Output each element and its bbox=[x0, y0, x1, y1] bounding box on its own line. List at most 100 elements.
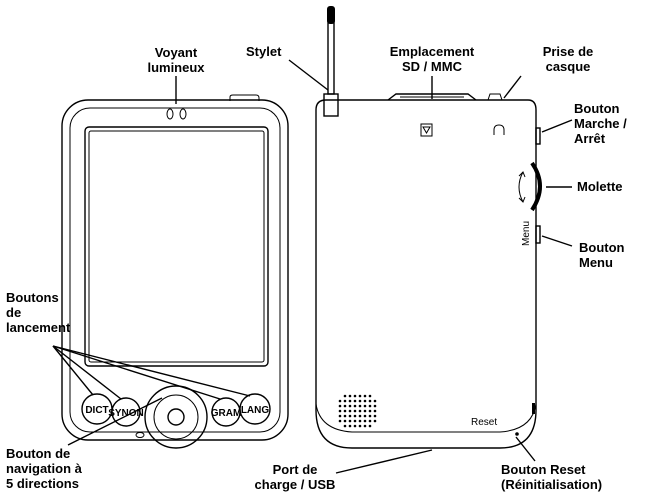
stylus-holder bbox=[323, 93, 339, 117]
sd-eject-icon bbox=[420, 123, 433, 137]
front-screen-outer bbox=[84, 126, 269, 367]
reset-back-label: Reset bbox=[471, 417, 497, 428]
nav-pad-center[interactable] bbox=[167, 408, 185, 426]
led-left-icon bbox=[166, 108, 174, 120]
voyant-label: Voyant lumineux bbox=[147, 45, 205, 75]
speaker-hole bbox=[353, 409, 357, 413]
reset-hole-icon[interactable] bbox=[515, 432, 519, 436]
speaker-hole bbox=[348, 419, 352, 423]
speaker-hole bbox=[348, 399, 352, 403]
speaker-hole bbox=[368, 414, 372, 418]
front-screen-inner bbox=[88, 130, 265, 363]
marche-label: Bouton Marche / Arrêt bbox=[574, 101, 627, 146]
speaker-hole bbox=[343, 419, 347, 423]
speaker-hole bbox=[368, 404, 372, 408]
led-right-icon bbox=[179, 108, 187, 120]
synon-button-label: SYNON bbox=[108, 408, 144, 419]
speaker-hole bbox=[373, 409, 377, 413]
menu-side-button[interactable] bbox=[535, 225, 541, 244]
speaker-hole bbox=[343, 424, 347, 428]
speaker-hole bbox=[338, 399, 342, 403]
sd-eject-triangle bbox=[422, 126, 431, 134]
gram-button-label: GRAM bbox=[211, 408, 242, 419]
speaker-hole bbox=[358, 414, 362, 418]
speaker-hole bbox=[343, 409, 347, 413]
power-button[interactable] bbox=[535, 127, 541, 145]
speaker-hole bbox=[343, 399, 347, 403]
speaker-hole bbox=[373, 414, 377, 418]
headphone-icon bbox=[493, 124, 505, 135]
speaker-hole bbox=[348, 409, 352, 413]
dict-button-label: DICT bbox=[85, 405, 108, 416]
speaker-hole bbox=[348, 414, 352, 418]
speaker-hole bbox=[368, 419, 372, 423]
speaker-hole bbox=[373, 419, 377, 423]
speaker-hole bbox=[358, 419, 362, 423]
speaker-hole bbox=[358, 404, 362, 408]
front-top-bump bbox=[229, 94, 260, 101]
speaker-hole bbox=[348, 394, 352, 398]
speaker-hole bbox=[358, 399, 362, 403]
speaker-hole bbox=[338, 404, 342, 408]
menu-side-label: Menu bbox=[521, 221, 532, 246]
speaker-hole bbox=[373, 399, 377, 403]
prise-label: Prise de casque bbox=[542, 44, 594, 74]
speaker-hole bbox=[358, 424, 362, 428]
synon-button[interactable] bbox=[111, 397, 141, 427]
speaker-hole bbox=[348, 424, 352, 428]
speaker-hole bbox=[363, 419, 367, 423]
lancement-label: Boutons de lancement bbox=[6, 290, 71, 335]
jog-dial-arrowhead-top bbox=[518, 171, 526, 178]
jog-dial[interactable] bbox=[530, 161, 542, 212]
jog-dial-arrowhead-bottom bbox=[518, 196, 526, 203]
lang-button-label: LANG bbox=[241, 405, 270, 416]
port-label: Port de charge / USB bbox=[254, 462, 336, 492]
speaker-hole bbox=[343, 394, 347, 398]
speaker-hole bbox=[338, 414, 342, 418]
molette-label: Molette bbox=[577, 179, 623, 194]
speaker-hole bbox=[343, 414, 347, 418]
menu-label: Bouton Menu bbox=[579, 240, 625, 270]
nav-pad-outer[interactable] bbox=[144, 385, 208, 449]
front-device bbox=[61, 94, 289, 449]
speaker-hole bbox=[353, 419, 357, 423]
speaker-hole bbox=[363, 414, 367, 418]
speaker-hole bbox=[368, 409, 372, 413]
speaker-hole bbox=[353, 424, 357, 428]
nav-pad-inner bbox=[153, 394, 199, 440]
stylus bbox=[327, 21, 335, 95]
lang-button[interactable] bbox=[239, 393, 271, 425]
side-slot bbox=[532, 403, 535, 414]
speaker-hole bbox=[353, 394, 357, 398]
reset-label: Bouton Reset (Réinitialisation) bbox=[501, 462, 603, 492]
speaker-hole bbox=[348, 404, 352, 408]
microphone-icon bbox=[135, 432, 145, 438]
speaker-hole bbox=[363, 409, 367, 413]
stylus-tip bbox=[327, 6, 335, 24]
speaker-hole bbox=[353, 414, 357, 418]
stylet-label: Stylet bbox=[246, 44, 282, 59]
emplacement-label: Emplacement SD / MMC bbox=[389, 44, 475, 74]
speaker-hole bbox=[353, 399, 357, 403]
jog-dial-arrow-icon bbox=[518, 171, 524, 203]
leader-lines bbox=[52, 59, 573, 474]
speaker-hole bbox=[368, 424, 372, 428]
headphone-jack bbox=[487, 93, 503, 101]
speaker-hole bbox=[363, 404, 367, 408]
speaker-hole bbox=[338, 409, 342, 413]
speaker-hole bbox=[343, 404, 347, 408]
speaker-hole bbox=[368, 399, 372, 403]
speaker-hole bbox=[358, 394, 362, 398]
back-seam bbox=[315, 403, 537, 433]
speaker-hole bbox=[338, 419, 342, 423]
speaker-hole bbox=[353, 404, 357, 408]
navigation-label: Bouton de navigation à 5 directions bbox=[6, 446, 82, 491]
speaker-hole bbox=[368, 394, 372, 398]
speaker-hole bbox=[363, 424, 367, 428]
speaker-hole bbox=[363, 399, 367, 403]
front-body bbox=[61, 99, 289, 441]
speaker-hole bbox=[358, 409, 362, 413]
speaker-grille bbox=[338, 394, 377, 428]
speaker-hole bbox=[373, 404, 377, 408]
